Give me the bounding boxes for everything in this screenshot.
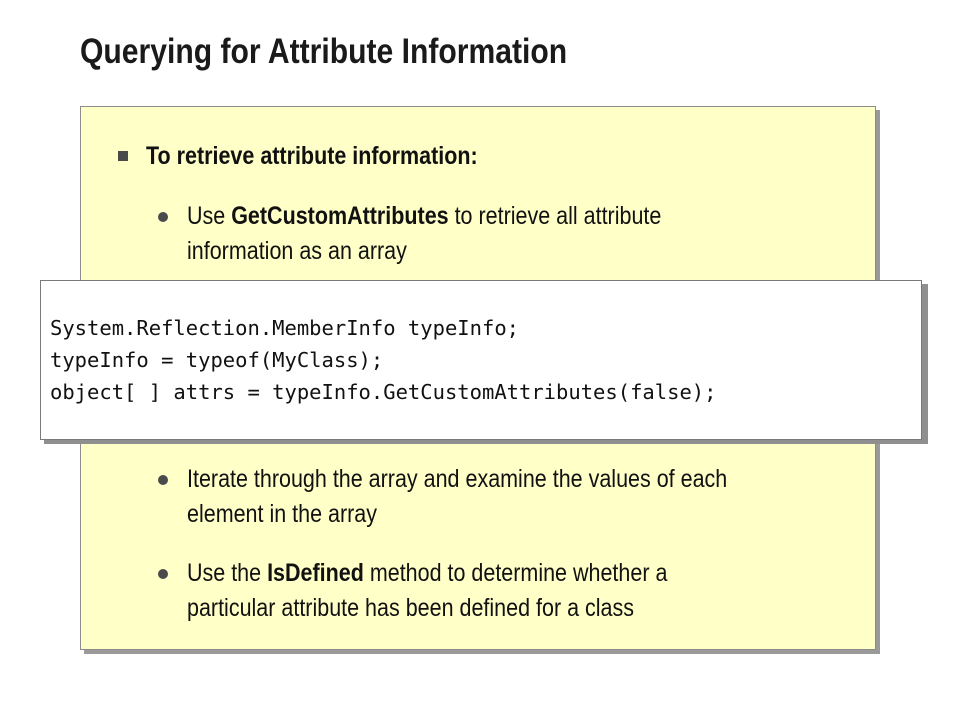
bullet-3-line-1: Use the IsDefined method to determine wh… — [187, 559, 667, 588]
bullet-1-line-2: information as an array — [187, 237, 407, 265]
round-bullet-icon — [158, 212, 168, 222]
square-bullet-icon — [118, 151, 128, 161]
bullet-3-rest: method to determine whether a — [363, 559, 668, 587]
code-line-3: object[ ] attrs = typeInfo.GetCustomAttr… — [50, 380, 717, 404]
slide-title: Querying for Attribute Information — [80, 32, 568, 71]
code-line-1: System.Reflection.MemberInfo typeInfo; — [50, 316, 519, 340]
round-bullet-icon — [158, 475, 168, 485]
bullet-2-line-1: Iterate through the array and examine th… — [187, 465, 728, 493]
bullet-2-line-2: element in the array — [187, 500, 378, 528]
round-bullet-icon — [158, 569, 168, 579]
bullet-3-prefix: Use the — [187, 559, 268, 587]
code-line-2: typeInfo = typeof(MyClass); — [50, 348, 384, 372]
bullet-1-line-1: Use GetCustomAttributes to retrieve all … — [187, 202, 661, 231]
bullet-1-rest: to retrieve all attribute — [448, 202, 662, 230]
code-box — [40, 280, 922, 440]
bullet-1-prefix: Use — [187, 202, 232, 230]
bullet-3-line-2: particular attribute has been defined fo… — [187, 594, 634, 622]
bullet-1-term: GetCustomAttributes — [231, 202, 449, 230]
bullet-3-term: IsDefined — [267, 559, 364, 587]
main-point: To retrieve attribute information: — [146, 142, 478, 170]
